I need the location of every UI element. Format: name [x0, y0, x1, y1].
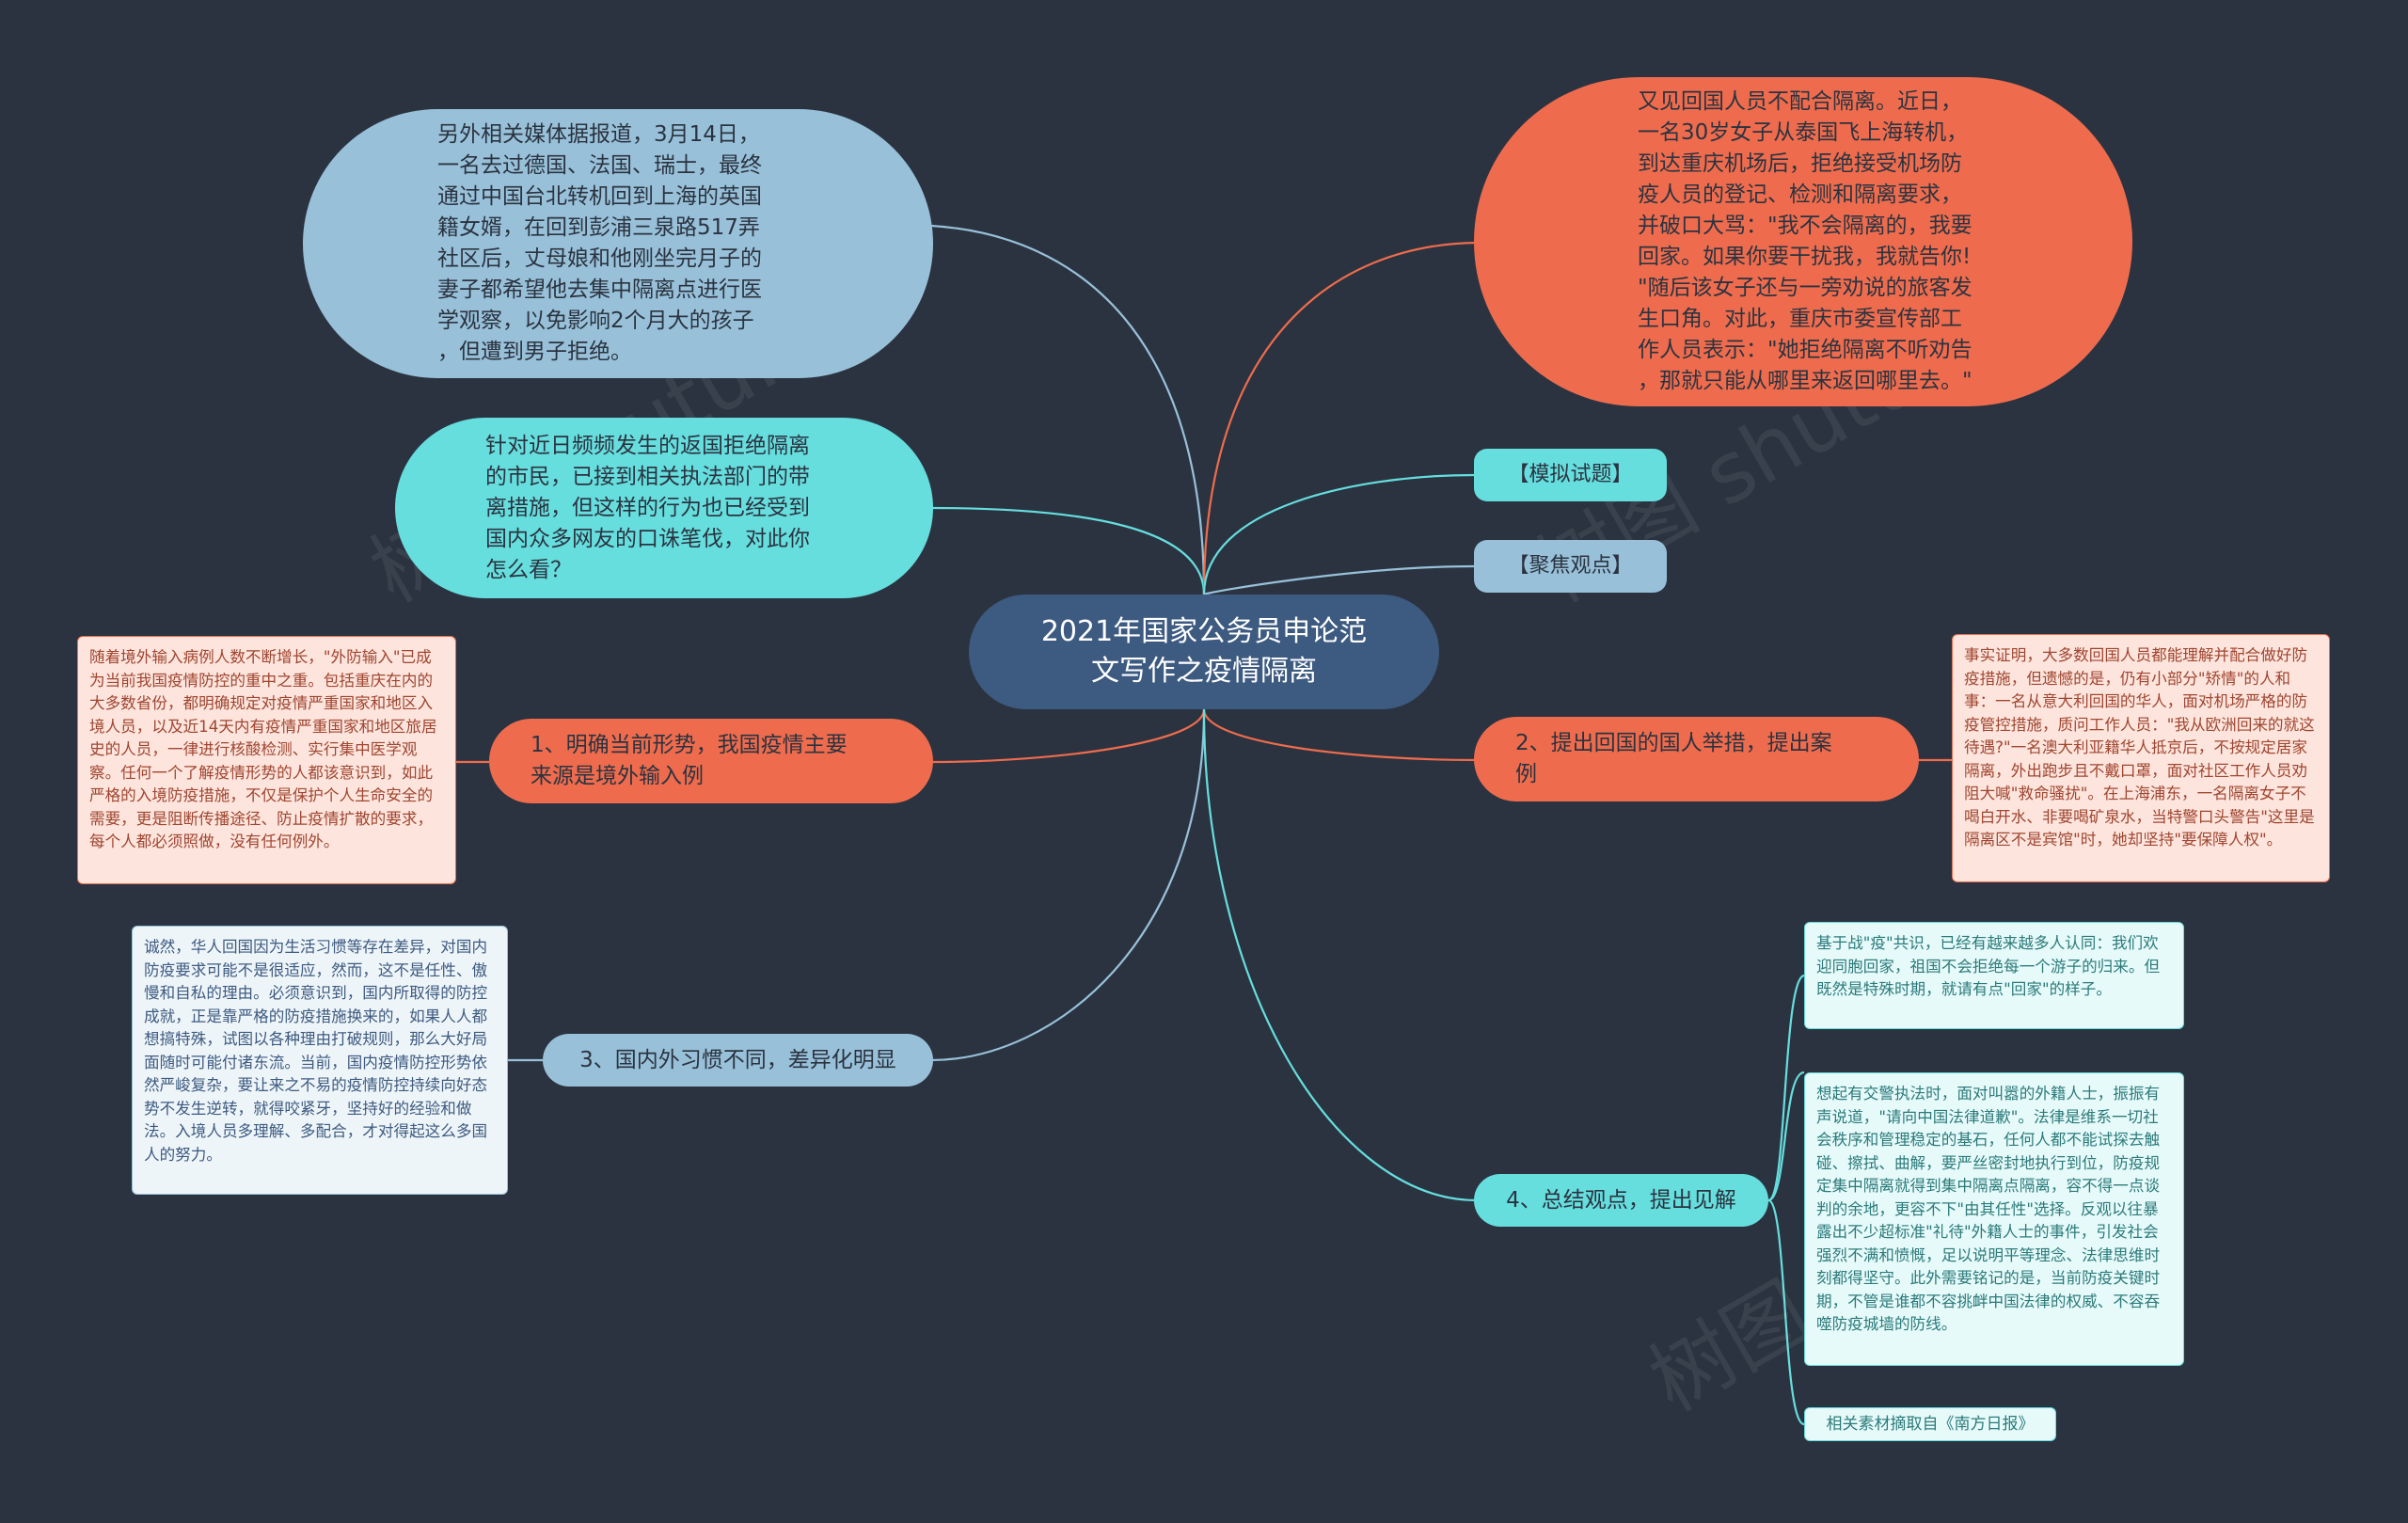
- branch-4[interactable]: 4、总结观点，提出见解: [1474, 1174, 1768, 1227]
- link-branch1: [930, 708, 1206, 764]
- note-branch-1: 随着境外输入病例人数不断增长，"外防输入"已成为当前我国疫情防控的重中之重。包括…: [77, 636, 456, 884]
- topic-question[interactable]: 针对近日频频发生的返国拒绝隔离 的市民，已接到相关执法部门的带 离措施，但这样的…: [395, 418, 933, 598]
- link-branch2: [1202, 708, 1478, 762]
- link-top-left: [930, 224, 1206, 595]
- note-branch-2: 事实证明，大多数回国人员都能理解并配合做好防疫措施，但遗憾的是，仍有小部分"矫情…: [1952, 634, 2330, 882]
- link-branch3: [930, 708, 1206, 1062]
- branch-3[interactable]: 3、国内外习惯不同，差异化明显: [543, 1034, 933, 1087]
- tag-focus-view[interactable]: 【聚焦观点】: [1474, 540, 1667, 593]
- link-note4c: [1767, 1198, 1805, 1426]
- note-branch-3: 诚然，华人回国因为生活习惯等存在差异，对国内防疫要求可能不是很适应，然而，这不是…: [132, 926, 508, 1195]
- note-branch-4-source[interactable]: 相关素材摘取自《南方日报》: [1804, 1407, 2056, 1441]
- link-note4b: [1767, 1071, 1805, 1202]
- branch-1[interactable]: 1、明确当前形势，我国疫情主要 来源是境外输入例: [489, 719, 933, 803]
- branch-2[interactable]: 2、提出回国的国人举措，提出案 例: [1474, 717, 1919, 801]
- link-branch4: [1202, 708, 1478, 1202]
- link-mock: [1202, 473, 1475, 595]
- link-top-right: [1202, 241, 1478, 595]
- link-focus: [1202, 564, 1475, 596]
- topic-top-left-report[interactable]: 另外相关媒体据报道，3月14日， 一名去过德国、法国、瑞士，最终 通过中国台北转…: [303, 109, 933, 378]
- central-topic[interactable]: 2021年国家公务员申论范 文写作之疫情隔离: [969, 595, 1439, 709]
- link-question: [930, 506, 1206, 595]
- note-branch-4-consensus: 基于战"疫"共识，已经有越来越多人认同：我们欢迎同胞回家，祖国不会拒绝每一个游子…: [1804, 922, 2184, 1029]
- link-note4a: [1767, 974, 1805, 1202]
- note-branch-4-law: 想起有交警执法时，面对叫嚣的外籍人士，振振有声说道，"请向中国法律道歉"。法律是…: [1804, 1072, 2184, 1366]
- tag-mock-exam[interactable]: 【模拟试题】: [1474, 449, 1667, 501]
- topic-top-right-report[interactable]: 又见回国人员不配合隔离。近日， 一名30岁女子从泰国飞上海转机， 到达重庆机场后…: [1474, 77, 2132, 406]
